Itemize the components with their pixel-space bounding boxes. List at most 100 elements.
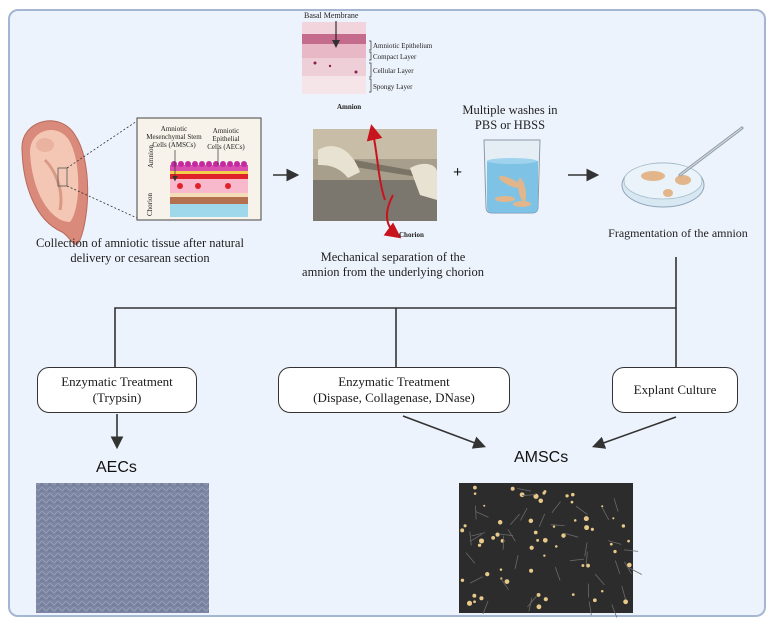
amsc-cell-fiber xyxy=(527,595,537,608)
amsc-cell-speckle xyxy=(529,568,534,573)
amsc-cell-speckle xyxy=(552,525,556,528)
beaker-illustration xyxy=(483,139,541,214)
amsc-cell-speckle xyxy=(581,564,585,567)
amsc-cell-speckle xyxy=(463,524,467,528)
amsc-cell-fiber xyxy=(510,513,520,525)
tissue-layer-inset xyxy=(136,117,262,221)
amsc-cell-fiber xyxy=(607,540,622,545)
amsc-cell-fiber xyxy=(554,567,561,581)
plus-sign: + xyxy=(453,164,463,181)
amsc-cell-fiber xyxy=(482,600,489,615)
amsc-cell-speckle xyxy=(473,600,476,604)
amsc-cell-speckle xyxy=(621,524,626,528)
amsc-cell-speckle xyxy=(479,538,485,544)
method-box-explant-culture: Explant Culture xyxy=(612,367,738,413)
amsc-cell-fiber xyxy=(469,531,472,546)
amsc-cell-fiber xyxy=(521,494,536,497)
layer-label-0: Amniotic Epithelium xyxy=(373,42,433,50)
amsc-cell-speckle xyxy=(528,518,534,524)
amsc-cell-speckle xyxy=(626,562,632,568)
amsc-cell-fiber xyxy=(500,578,509,590)
method-explant-line1: Explant Culture xyxy=(633,382,717,397)
inset-label-aecs-1: Amniotic xyxy=(212,127,240,135)
amsc-cell-speckle xyxy=(460,528,465,533)
washing-caption: Multiple washes in PBS or HBSS xyxy=(455,103,565,133)
amsc-cell-speckle xyxy=(601,505,604,508)
amsc-cell-fiber xyxy=(611,604,618,618)
amsc-cell-fiber xyxy=(551,501,561,513)
amsc-cell-speckle xyxy=(479,596,484,601)
amsc-cell-speckle xyxy=(499,568,503,571)
amsc-cell-speckle xyxy=(600,590,604,593)
amsc-cell-speckle xyxy=(504,579,510,584)
amsc-cell-fiber xyxy=(520,507,528,521)
amsc-cell-speckle xyxy=(592,598,597,603)
collection-caption-line1: Collection of amniotic tissue after natu… xyxy=(36,236,244,250)
amsc-cell-speckle xyxy=(536,604,542,610)
separation-caption-line2: amnion from the underlying chorion xyxy=(302,265,484,279)
separation-caption: Mechanical separation of the amnion from… xyxy=(280,250,506,280)
amsc-cell-speckle xyxy=(495,532,500,537)
amsc-cell-speckle xyxy=(565,494,569,498)
amsc-cell-speckle xyxy=(510,486,515,491)
result-amscs-label: AMSCs xyxy=(514,449,569,466)
inset-label-amscs-3: Cells (AMSCs) xyxy=(152,141,196,149)
amsc-cell-speckle xyxy=(473,485,477,490)
layer-label-2: Cellular Layer xyxy=(373,67,414,75)
amsc-cell-speckle xyxy=(584,525,590,531)
inset-side-amnion: Amnion xyxy=(147,145,155,168)
amsc-cell-fiber xyxy=(538,513,546,528)
amsc-cell-speckle xyxy=(570,492,575,497)
amsc-cell-fiber xyxy=(469,533,483,542)
amsc-cell-speckle xyxy=(466,600,473,606)
amsc-cell-speckle xyxy=(612,517,615,520)
separation-caption-line1: Mechanical separation of the xyxy=(320,250,466,264)
amsc-cell-fiber xyxy=(613,498,619,512)
amnion-histology-image xyxy=(302,21,372,94)
amsc-cell-fiber xyxy=(575,505,588,515)
amsc-cell-speckle xyxy=(472,593,477,598)
amsc-cell-fiber xyxy=(629,567,642,575)
amsc-cell-speckle xyxy=(583,516,589,522)
amsc-cell-speckle xyxy=(529,545,534,550)
amsc-cell-speckle xyxy=(538,498,544,504)
amsc-cell-speckle xyxy=(485,571,490,577)
layer-label-3: Spongy Layer xyxy=(373,83,413,91)
amsc-cell-speckle xyxy=(483,504,486,507)
amsc-cell-speckle xyxy=(623,599,628,605)
inset-label-aecs-3: Cells (AECs) xyxy=(207,143,245,151)
amsc-cell-fiber xyxy=(517,488,532,492)
inset-label-amscs-1: Amniotic xyxy=(160,125,188,133)
amsc-cell-fiber xyxy=(588,601,592,616)
amsc-cell-speckle xyxy=(570,500,574,504)
amsc-cell-speckle xyxy=(613,549,617,554)
amsc-cell-speckle xyxy=(460,578,465,583)
washing-caption-line2: PBS or HBSS xyxy=(474,118,546,132)
amsc-cell-fiber xyxy=(564,533,579,538)
result-aecs-label: AECs xyxy=(96,459,137,476)
amsc-cell-speckle xyxy=(609,542,613,546)
amsc-cell-fiber xyxy=(528,597,533,612)
amsc-cell-speckle xyxy=(519,492,525,498)
amsc-culture-micrograph xyxy=(459,483,642,618)
inset-label-amscs-2: Mesenchymal Stem xyxy=(146,133,202,141)
amsc-cell-fiber xyxy=(498,533,513,536)
amsc-cell-speckle xyxy=(491,535,496,540)
inset-side-chorion: Chorion xyxy=(146,193,154,216)
method-enzymatic-line2: (Dispase, Collagenase, DNase) xyxy=(313,390,475,405)
amsc-cell-fiber xyxy=(601,507,610,521)
amsc-cell-speckle xyxy=(543,597,548,602)
separation-amnion-label: Amnion xyxy=(337,103,362,111)
method-box-dispase-collagenase: Enzymatic Treatment (Dispase, Collagenas… xyxy=(278,367,510,413)
amsc-cell-fiber xyxy=(621,586,627,600)
layer-label-1: Compact Layer xyxy=(373,53,417,61)
amsc-cell-fiber xyxy=(570,558,585,562)
petri-dish-illustration xyxy=(621,126,744,208)
uterus-fetus-illustration xyxy=(21,120,138,245)
amsc-cell-fiber xyxy=(550,524,565,527)
basal-membrane-label: Basal Membrane xyxy=(304,11,359,20)
method-enzymatic-line1: Enzymatic Treatment xyxy=(338,374,450,389)
amsc-cell-speckle xyxy=(536,538,540,542)
amsc-cell-fiber xyxy=(514,555,519,569)
inset-label-aecs-2: Epithelial xyxy=(212,135,240,143)
